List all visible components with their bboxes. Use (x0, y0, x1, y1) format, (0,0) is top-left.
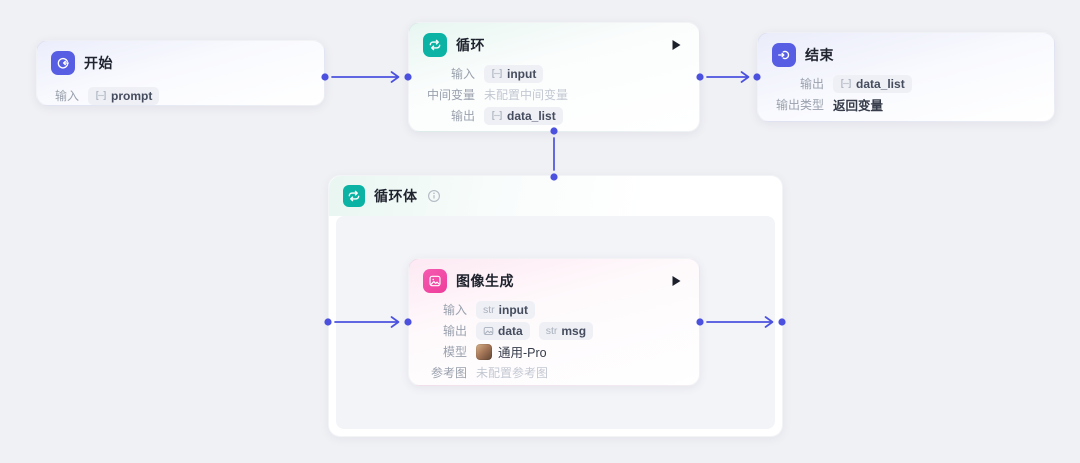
input-label: 输入 (54, 89, 79, 103)
variable-tag-data-list: data_list (484, 106, 563, 125)
input-label: 输入 (442, 303, 467, 317)
array-type-icon (491, 110, 503, 121)
image-type-icon (483, 326, 494, 336)
loop-icon (423, 33, 447, 57)
run-node-button[interactable] (667, 36, 685, 54)
start-node-title: 开始 (84, 55, 113, 71)
tag-text: msg (561, 323, 587, 338)
variable-tag-msg: str msg (538, 321, 594, 340)
end-output-row: 输出 data_list (772, 73, 1040, 94)
variable-tag-data: data (476, 321, 530, 340)
output-type-value: 返回变量 (833, 99, 884, 113)
run-node-button[interactable] (667, 272, 685, 290)
image-input-row: 输入 str input (423, 299, 685, 320)
variable-tag-prompt: prompt (88, 86, 160, 105)
node-end[interactable]: 结束 输出 data_list 输出类型 返回变量 (757, 32, 1055, 122)
end-output-type-row: 输出类型 返回变量 (772, 94, 1040, 115)
image-output-row: 输出 data str msg (423, 320, 685, 341)
tag-text: prompt (111, 88, 153, 103)
node-image-generation[interactable]: 图像生成 输入 str input 输出 (408, 258, 700, 386)
output-type-label: 输出类型 (775, 98, 824, 112)
array-type-icon (840, 78, 852, 89)
start-icon (51, 51, 75, 75)
edge-start-to-loop[interactable] (321, 71, 412, 83)
loop-node-title: 循环 (456, 37, 485, 53)
loop-input-row: 输入 input (423, 63, 685, 84)
image-generation-icon (423, 269, 447, 293)
node-loop[interactable]: 循环 输入 input 中间变量 (408, 22, 700, 132)
model-chip: 通用-Pro (476, 342, 547, 361)
output-label: 输出 (450, 109, 475, 123)
image-generation-title: 图像生成 (456, 273, 514, 289)
reference-image-placeholder: 未配置参考图 (476, 366, 549, 380)
mid-var-placeholder: 未配置中间变量 (484, 88, 569, 102)
start-input-row: 输入 prompt (51, 85, 310, 106)
node-start[interactable]: 开始 输入 prompt (36, 40, 325, 106)
mid-var-label: 中间变量 (426, 88, 475, 102)
output-label: 输出 (442, 324, 467, 338)
loop-body-title: 循环体 (374, 188, 418, 204)
model-label: 模型 (442, 345, 467, 359)
end-node-title: 结束 (805, 47, 834, 63)
tag-text: data_list (856, 76, 905, 91)
variable-tag-input: input (484, 64, 544, 83)
image-ref-row: 参考图 未配置参考图 (423, 362, 685, 383)
edge-loop-to-end[interactable] (696, 71, 761, 83)
image-model-row: 模型 通用-Pro (423, 341, 685, 362)
variable-tag-data-list: data_list (833, 74, 912, 93)
loop-midvar-row: 中间变量 未配置中间变量 (423, 84, 685, 105)
end-icon (772, 43, 796, 67)
string-type-label: str (483, 303, 495, 316)
input-label: 输入 (450, 67, 475, 81)
tag-text: input (498, 302, 528, 317)
loop-output-row: 输出 data_list (423, 105, 685, 126)
string-type-label: str (545, 324, 558, 337)
tag-text: data (498, 323, 523, 338)
reference-image-label: 参考图 (430, 366, 467, 380)
variable-tag-input: str input (476, 300, 535, 319)
output-label: 输出 (799, 77, 824, 91)
model-avatar (476, 343, 492, 360)
model-name: 通用-Pro (498, 346, 547, 360)
info-icon[interactable] (427, 189, 441, 203)
tag-text: input (507, 66, 537, 81)
loop-body-header: 循环体 (329, 176, 782, 216)
array-type-icon (491, 68, 503, 79)
array-type-icon (95, 90, 107, 101)
tag-text: data_list (507, 108, 556, 123)
loop-icon (343, 185, 365, 207)
